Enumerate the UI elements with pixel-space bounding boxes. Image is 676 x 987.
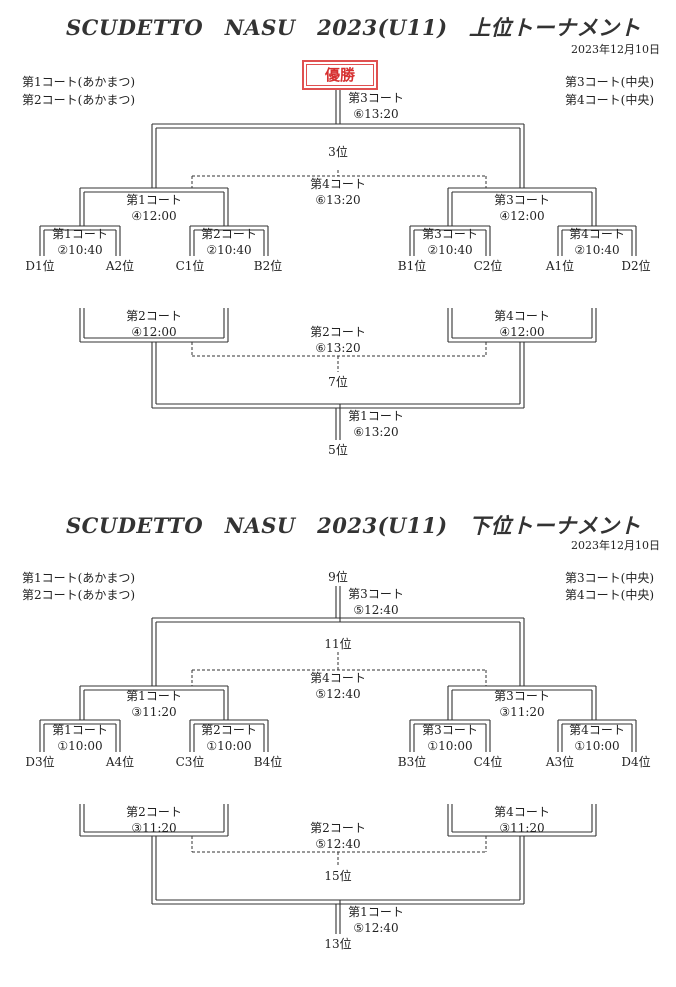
lower-r1-4-left: A3位	[545, 755, 575, 769]
lower-eleventh-label: 11位	[324, 637, 352, 651]
lower-r1-3-right: C4位	[473, 755, 503, 769]
lower-venue-left-1: 第1コート(あかまつ)	[22, 571, 135, 585]
upper-r1-4-time: ②10:40	[574, 243, 620, 257]
upper-semi-left-time: ④12:00	[131, 209, 177, 223]
lower-final-time: ⑤12:40	[353, 603, 399, 617]
upper-r1-2-right: B2位	[253, 259, 283, 273]
upper-fifth-court: 第1コート	[348, 409, 404, 423]
upper-r1-2-court: 第2コート	[201, 227, 257, 241]
upper-r1-1-right: A2位	[105, 259, 135, 273]
upper-venue-right-2: 第4コート(中央)	[565, 93, 654, 107]
lower-thirteenth-label: 13位	[324, 937, 352, 951]
lower-title: SCUDETTO NASU 2023(U11) 下位トーナメント	[66, 513, 642, 538]
lower-r1-1-court: 第1コート	[52, 723, 108, 737]
upper-final-time: ⑥13:20	[353, 107, 399, 121]
lower-venue-right-1: 第3コート(中央)	[565, 571, 654, 585]
lower-r1-1-time: ①10:00	[57, 739, 103, 753]
lower-r1-3-left: B3位	[397, 755, 427, 769]
upper-third-time: ⑥13:20	[315, 193, 361, 207]
upper-r1-4-court: 第4コート	[569, 227, 625, 241]
upper-cons-left-time: ④12:00	[131, 325, 177, 339]
upper-r1-1-time: ②10:40	[57, 243, 103, 257]
lower-semi-left-time: ③11:20	[131, 705, 177, 719]
lower-fifteenth-court: 第2コート	[310, 821, 366, 835]
upper-third-court: 第4コート	[310, 177, 366, 191]
lower-semi-right-time: ③11:20	[499, 705, 545, 719]
lower-r1-3-court: 第3コート	[422, 723, 478, 737]
upper-third-label: 3位	[328, 145, 348, 159]
upper-seventh-time: ⑥13:20	[315, 341, 361, 355]
upper-cons-left-court: 第2コート	[126, 309, 182, 323]
upper-semi-left-court: 第1コート	[126, 193, 182, 207]
lower-third-time: ⑤12:40	[315, 687, 361, 701]
upper-venue-left-2: 第2コート(あかまつ)	[22, 93, 135, 107]
lower-r1-2-right: B4位	[253, 755, 283, 769]
upper-semi-right-court: 第3コート	[494, 193, 550, 207]
champion-box: 優勝	[302, 60, 378, 90]
upper-final-court: 第3コート	[348, 91, 404, 105]
lower-r1-1-left: D3位	[25, 755, 55, 769]
upper-venue-right-1: 第3コート(中央)	[565, 75, 654, 89]
upper-semi-right-time: ④12:00	[499, 209, 545, 223]
lower-r1-4-time: ①10:00	[574, 739, 620, 753]
lower-fifteenth-label: 15位	[324, 869, 352, 883]
lower-third-court: 第4コート	[310, 671, 366, 685]
lower-final-court: 第3コート	[348, 587, 404, 601]
upper-r1-2-left: C1位	[175, 259, 205, 273]
lower-ninth-label: 9位	[328, 570, 348, 584]
lower-cons-right-time: ③11:20	[499, 821, 545, 835]
lower-fifteenth-time: ⑤12:40	[315, 837, 361, 851]
lower-thirteenth-time: ⑤12:40	[353, 921, 399, 935]
lower-venue-left-2: 第2コート(あかまつ)	[22, 588, 135, 602]
lower-semi-left-court: 第1コート	[126, 689, 182, 703]
lower-r1-2-time: ①10:00	[206, 739, 252, 753]
upper-title: SCUDETTO NASU 2023(U11) 上位トーナメント	[66, 15, 642, 40]
upper-r1-1-left: D1位	[25, 259, 55, 273]
upper-cons-right-court: 第4コート	[494, 309, 550, 323]
upper-r1-2-time: ②10:40	[206, 243, 252, 257]
upper-r1-3-time: ②10:40	[427, 243, 473, 257]
upper-r1-3-right: C2位	[473, 259, 503, 273]
lower-cons-left-court: 第2コート	[126, 805, 182, 819]
upper-fifth-label: 5位	[328, 443, 348, 457]
upper-seventh-court: 第2コート	[310, 325, 366, 339]
lower-cons-left-time: ③11:20	[131, 821, 177, 835]
lower-r1-2-court: 第2コート	[201, 723, 257, 737]
lower-semi-right-court: 第3コート	[494, 689, 550, 703]
upper-r1-3-court: 第3コート	[422, 227, 478, 241]
upper-r1-3-left: B1位	[397, 259, 427, 273]
lower-venue-right-2: 第4コート(中央)	[565, 588, 654, 602]
upper-date: 2023年12月10日	[571, 43, 660, 56]
upper-r1-1-court: 第1コート	[52, 227, 108, 241]
upper-venue-left-1: 第1コート(あかまつ)	[22, 75, 135, 89]
upper-seventh-label: 7位	[328, 375, 348, 389]
upper-cons-right-time: ④12:00	[499, 325, 545, 339]
lower-r1-3-time: ①10:00	[427, 739, 473, 753]
upper-r1-4-right: D2位	[621, 259, 651, 273]
lower-cons-right-court: 第4コート	[494, 805, 550, 819]
lower-r1-1-right: A4位	[105, 755, 135, 769]
lower-r1-4-right: D4位	[621, 755, 651, 769]
lower-r1-4-court: 第4コート	[569, 723, 625, 737]
upper-r1-4-left: A1位	[545, 259, 575, 273]
lower-thirteenth-court: 第1コート	[348, 905, 404, 919]
lower-r1-2-left: C3位	[175, 755, 205, 769]
upper-fifth-time: ⑥13:20	[353, 425, 399, 439]
lower-date: 2023年12月10日	[571, 539, 660, 552]
